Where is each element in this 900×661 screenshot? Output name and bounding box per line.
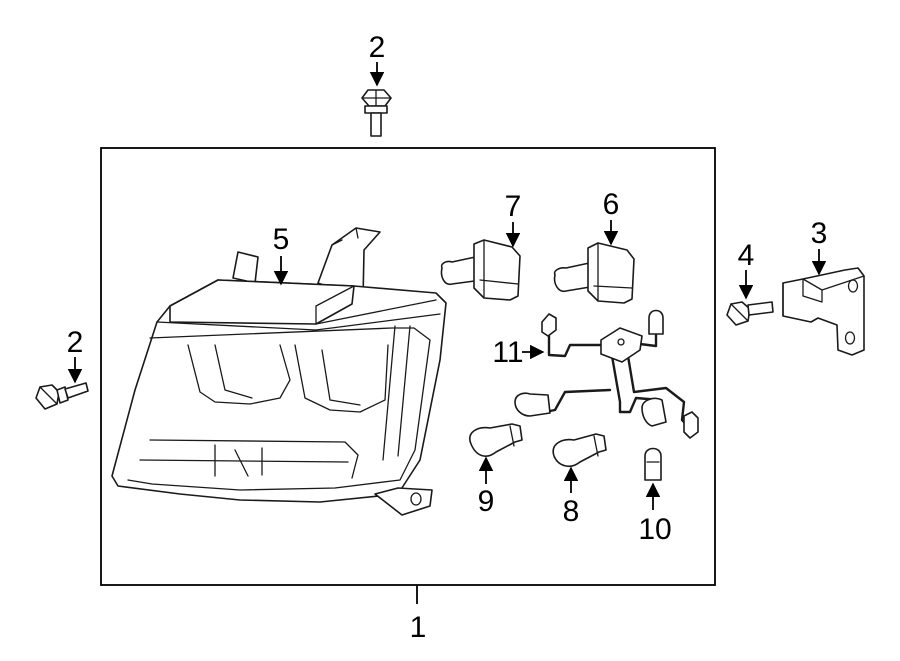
- callout-7: 7: [505, 190, 522, 223]
- mounting-bracket: [782, 267, 865, 356]
- bulb-10: [644, 447, 662, 481]
- callout-1: 1: [410, 611, 427, 644]
- callout-8: 8: [563, 495, 580, 528]
- bulb-socket-6: [553, 242, 635, 304]
- callout-5: 5: [273, 223, 290, 256]
- callout-2-left: 2: [67, 326, 84, 359]
- callout-9: 9: [478, 485, 495, 518]
- callout-3: 3: [811, 217, 828, 250]
- bolt-small: [726, 301, 774, 326]
- wiring-harness: [514, 309, 699, 439]
- callout-6: 6: [603, 188, 620, 221]
- bolt-top: [361, 89, 392, 137]
- headlamp-housing: [111, 227, 447, 516]
- callout-10: 10: [638, 513, 671, 546]
- callout-4: 4: [738, 239, 755, 272]
- assembly-boundary-box: [100, 147, 716, 586]
- callout-2-top: 2: [369, 31, 386, 64]
- bulb-socket-7: [440, 239, 521, 301]
- bolt-left: [35, 382, 89, 410]
- callout-11: 11: [492, 336, 523, 369]
- bulb-8: [552, 433, 607, 468]
- bulb-9: [469, 423, 523, 457]
